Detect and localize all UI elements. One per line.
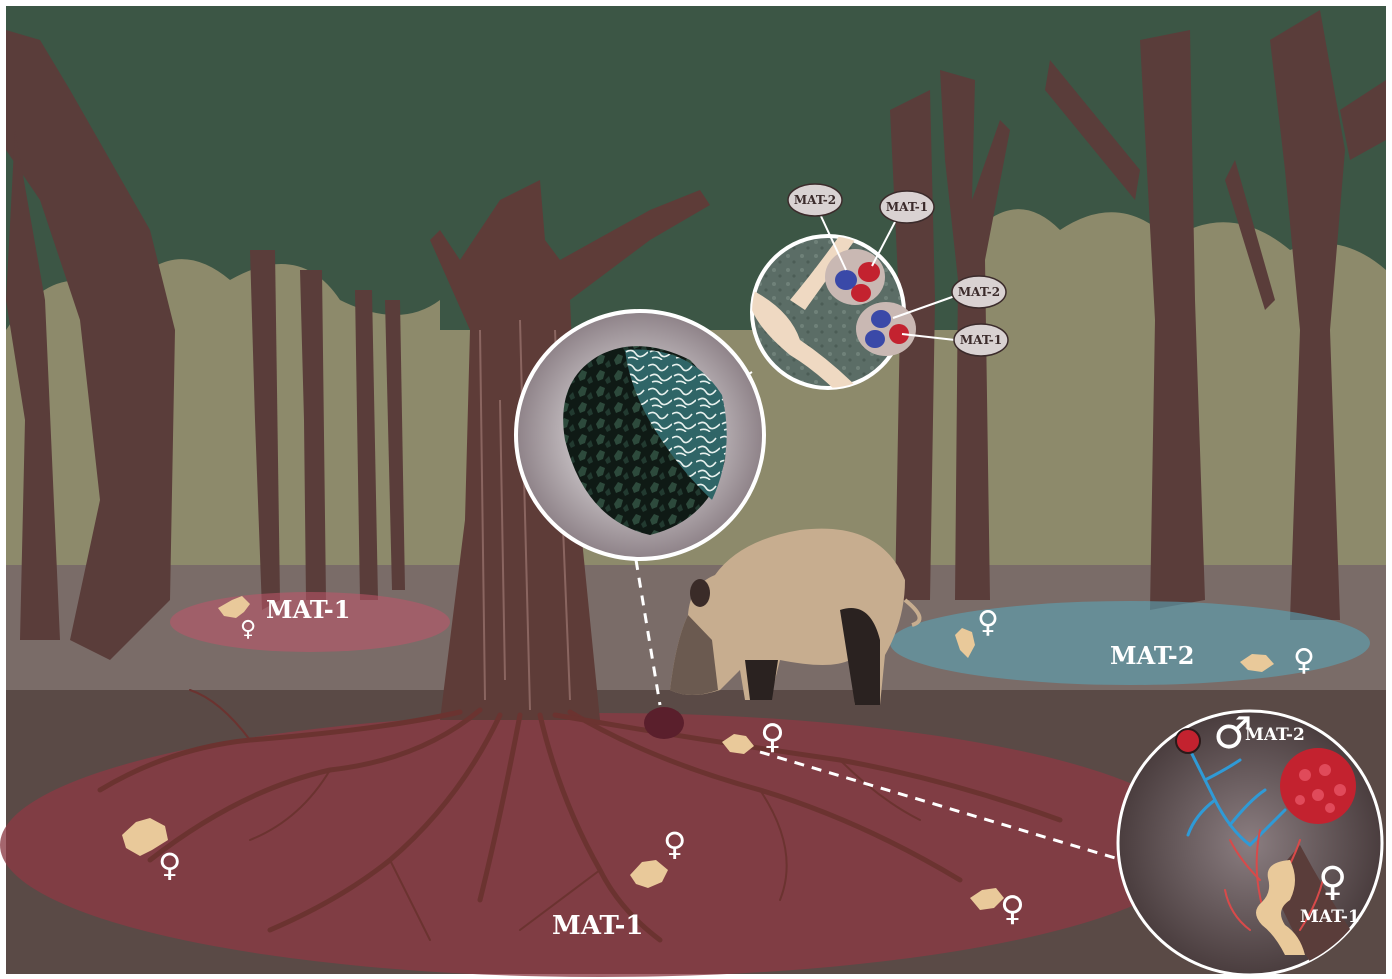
nucleus-mat2-b <box>871 310 891 328</box>
inset-label-mat1: MAT-1 <box>1300 907 1360 927</box>
female-symbol-near-boar: ♀ <box>760 717 785 757</box>
nucleus-mat1-b <box>851 284 871 302</box>
female-symbol-inset: ♀ <box>1318 859 1347 905</box>
nucleus-mat1-a <box>858 262 880 282</box>
svg-text:MAT-1: MAT-1 <box>960 333 1002 347</box>
zone-label-left: MAT-1 <box>266 595 350 624</box>
female-symbol-main-a: ♀ <box>158 846 181 884</box>
zone-label-main: MAT-1 <box>552 911 643 941</box>
nucleus-mat2-c <box>865 330 885 348</box>
truffle-on-ground <box>644 707 684 739</box>
spore-pill-4: MAT-1 <box>954 324 1008 356</box>
inset-label-mat2: MAT-2 <box>1245 725 1305 745</box>
spore-pill-3: MAT-2 <box>952 276 1006 308</box>
svg-text:MAT-2: MAT-2 <box>794 193 836 207</box>
antheridium <box>1176 729 1200 753</box>
female-symbol-main-c: ♀ <box>1000 889 1025 929</box>
svg-text:MAT-2: MAT-2 <box>958 285 1000 299</box>
ascogonium <box>1280 748 1356 824</box>
spore-pill-2: MAT-1 <box>880 191 934 223</box>
spore-pill-1: MAT-2 <box>788 184 842 216</box>
female-symbol-zone-right-b: ♀ <box>1293 643 1315 678</box>
truffle-section-inset <box>516 311 764 559</box>
zone-label-right: MAT-2 <box>1110 641 1194 670</box>
female-symbol-zone-right-a: ♀ <box>977 605 999 640</box>
female-symbol-main-b: ♀ <box>663 825 686 863</box>
female-symbol-zone-left: ♀ <box>240 617 256 642</box>
svg-text:MAT-1: MAT-1 <box>886 200 928 214</box>
